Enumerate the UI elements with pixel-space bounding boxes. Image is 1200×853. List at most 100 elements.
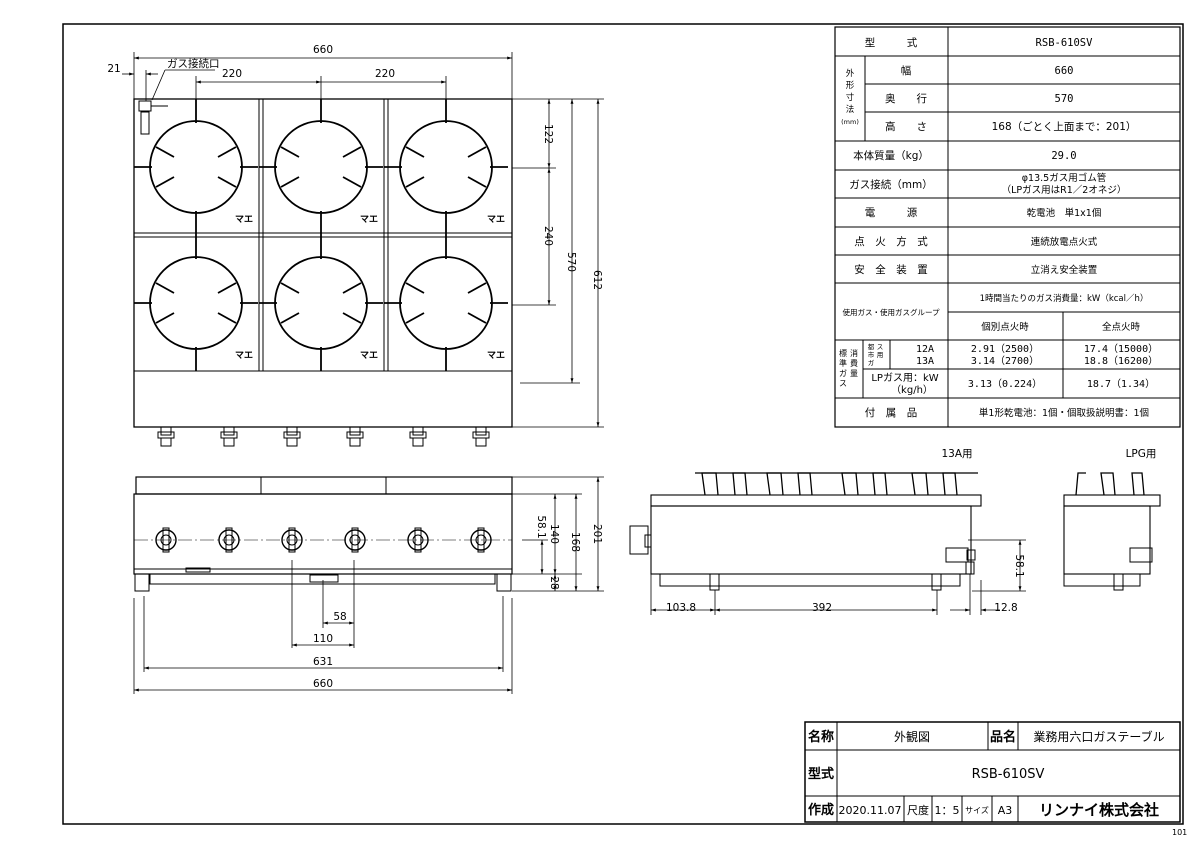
tb-company: リンナイ株式会社 xyxy=(1039,801,1159,819)
control-knob xyxy=(157,426,175,447)
dim-122: 122 xyxy=(542,124,554,144)
svg-text:寸: 寸 xyxy=(846,92,855,103)
spec-height-value: 168（ごとく上面まで：201） xyxy=(992,120,1137,133)
dim-pitch-2: 220 xyxy=(375,68,395,80)
side-label-lpg: LPG用 xyxy=(1126,448,1157,460)
spec-power-value: 乾電池 単1x1個 xyxy=(1027,207,1102,219)
spec-mass-value: 29.0 xyxy=(1051,150,1076,162)
spec-height-label: 高 さ xyxy=(885,120,927,133)
spec-dims-group-label: 外 形 寸 法 (mm) xyxy=(841,68,859,126)
control-knob xyxy=(218,527,240,553)
spec-lp-all: 18.7（1.34） xyxy=(1087,378,1155,390)
svg-text:用: 用 xyxy=(877,351,884,359)
side-grates xyxy=(695,472,978,496)
spec-consumption-header: 1時間当たりのガス消費量：kW（kcal／h） xyxy=(980,293,1149,304)
logo-mark: マエ xyxy=(235,215,253,225)
tb-made-label: 作成 xyxy=(808,802,834,818)
spec-all-header: 全点火時 xyxy=(1102,321,1141,333)
spec-safety-value: 立消え安全装置 xyxy=(1031,264,1098,276)
spec-power-label: 電 源 xyxy=(865,206,918,219)
tb-scale-value: 1：5 xyxy=(935,804,960,817)
spec-accessories-value: 単1形乾電池：1個・個取扱説明書：1個 xyxy=(979,407,1149,419)
spec-width-value: 660 xyxy=(1055,65,1074,77)
logo-mark: マエ xyxy=(487,215,505,225)
title-block xyxy=(804,721,1181,823)
spec-safety-label: 安 全 装 置 xyxy=(854,263,928,276)
gas-inlet-fitting xyxy=(138,100,168,135)
front-view xyxy=(133,476,513,592)
dim-front-110: 110 xyxy=(313,633,333,645)
svg-text:ス: ス xyxy=(839,379,847,388)
svg-text:量: 量 xyxy=(850,369,858,378)
dim-front-58-1: 58.1 xyxy=(535,515,547,538)
dim-front-660: 660 xyxy=(313,678,333,690)
logo-marks: マエ マエ マエ マエ マエ マエ xyxy=(235,215,505,361)
svg-text:市: 市 xyxy=(868,350,875,359)
spec-model-label: 型 式 xyxy=(865,36,918,49)
logo-mark: マエ xyxy=(360,215,378,225)
burner-grate xyxy=(259,235,383,371)
svg-text:消: 消 xyxy=(850,348,858,358)
spec-gas-12a: 12A xyxy=(916,344,934,355)
control-knob xyxy=(409,426,427,447)
svg-text:ス: ス xyxy=(877,343,884,351)
spec-accessories-label: 付 属 品 xyxy=(865,406,918,419)
side-view-lpg xyxy=(1063,472,1161,591)
control-knob xyxy=(346,426,364,447)
dim-612: 612 xyxy=(591,270,603,290)
control-knob xyxy=(344,527,366,553)
gas-inlet-label: ガス接続口 xyxy=(167,57,220,70)
burner-grate xyxy=(384,99,508,235)
dim-offset-21: 21 xyxy=(107,63,120,75)
control-knob xyxy=(281,527,303,553)
spec-gas-13a: 13A xyxy=(916,356,934,367)
svg-text:外: 外 xyxy=(846,68,855,79)
svg-text:準: 準 xyxy=(839,358,847,368)
spec-ind-13a: 3.14（2700） xyxy=(971,355,1039,367)
control-knob xyxy=(283,426,301,447)
control-knob xyxy=(155,527,177,553)
svg-text:費: 費 xyxy=(850,358,858,368)
svg-text:形: 形 xyxy=(846,81,855,91)
dim-240: 240 xyxy=(542,226,554,246)
spec-std-label: 標 準 ガ ス 消 費 量 xyxy=(839,348,858,388)
spec-model-value: RSB-610SV xyxy=(1036,37,1094,49)
spec-table: 型 式 RSB-610SV 外 形 寸 法 (mm) 幅 660 奥 行 570… xyxy=(834,26,1181,428)
spec-all-12a: 17.4（15000） xyxy=(1084,343,1158,355)
burner-grate xyxy=(134,99,258,235)
spec-gas-group-label: 使用ガス・使用ガスグループ xyxy=(842,307,940,317)
spec-gas-conn-value-2: （LPガス用はR1／2オネジ） xyxy=(1002,184,1127,196)
top-view xyxy=(133,98,513,447)
svg-text:標: 標 xyxy=(839,348,847,358)
svg-text:(mm): (mm) xyxy=(841,118,859,126)
front-view-dimensions: 58.1 140 168 201 28 58 110 631 660 xyxy=(133,476,604,694)
dim-side-392: 392 xyxy=(812,602,832,614)
dim-side-12-8: 12.8 xyxy=(994,602,1017,614)
tb-product-value: 業務用六口ガステーブル xyxy=(1033,729,1164,744)
side-label-13a: 13A用 xyxy=(941,448,972,460)
spec-ignition-value: 連続放電点火式 xyxy=(1031,236,1098,248)
spec-lp-ind: 3.13（0.224） xyxy=(968,378,1042,390)
dim-front-28: 28 xyxy=(548,576,560,589)
spec-gas-conn-value-1: φ13.5ガス用ゴム管 xyxy=(1022,172,1106,184)
spec-lp-label-2: （kg/h） xyxy=(891,384,933,396)
dim-front-58: 58 xyxy=(333,611,346,623)
sheet-number: 101 xyxy=(1172,828,1187,837)
title-block-text: 名称 外観図 品名 業務用六口ガステーブル 型式 RSB-610SV 作成 20… xyxy=(808,729,1165,819)
dim-side-58-1: 58.1 xyxy=(1013,554,1025,577)
dim-front-140: 140 xyxy=(548,524,560,544)
svg-text:ガ: ガ xyxy=(839,368,847,378)
dim-front-168: 168 xyxy=(569,532,581,552)
logo-mark: マエ xyxy=(235,351,253,361)
dim-front-201: 201 xyxy=(591,524,603,544)
tb-date: 2020.11.07 xyxy=(839,804,902,817)
control-knob xyxy=(407,527,429,553)
svg-text:ガ: ガ xyxy=(868,358,875,367)
spec-depth-label: 奥 行 xyxy=(885,92,927,105)
tb-scale-label: 尺度 xyxy=(907,803,929,817)
dim-side-103-8: 103.8 xyxy=(666,602,696,614)
spec-ind-12a: 2.91（2500） xyxy=(971,343,1039,355)
dim-front-631: 631 xyxy=(313,656,333,668)
spec-mass-label: 本体質量（kg） xyxy=(853,149,929,162)
